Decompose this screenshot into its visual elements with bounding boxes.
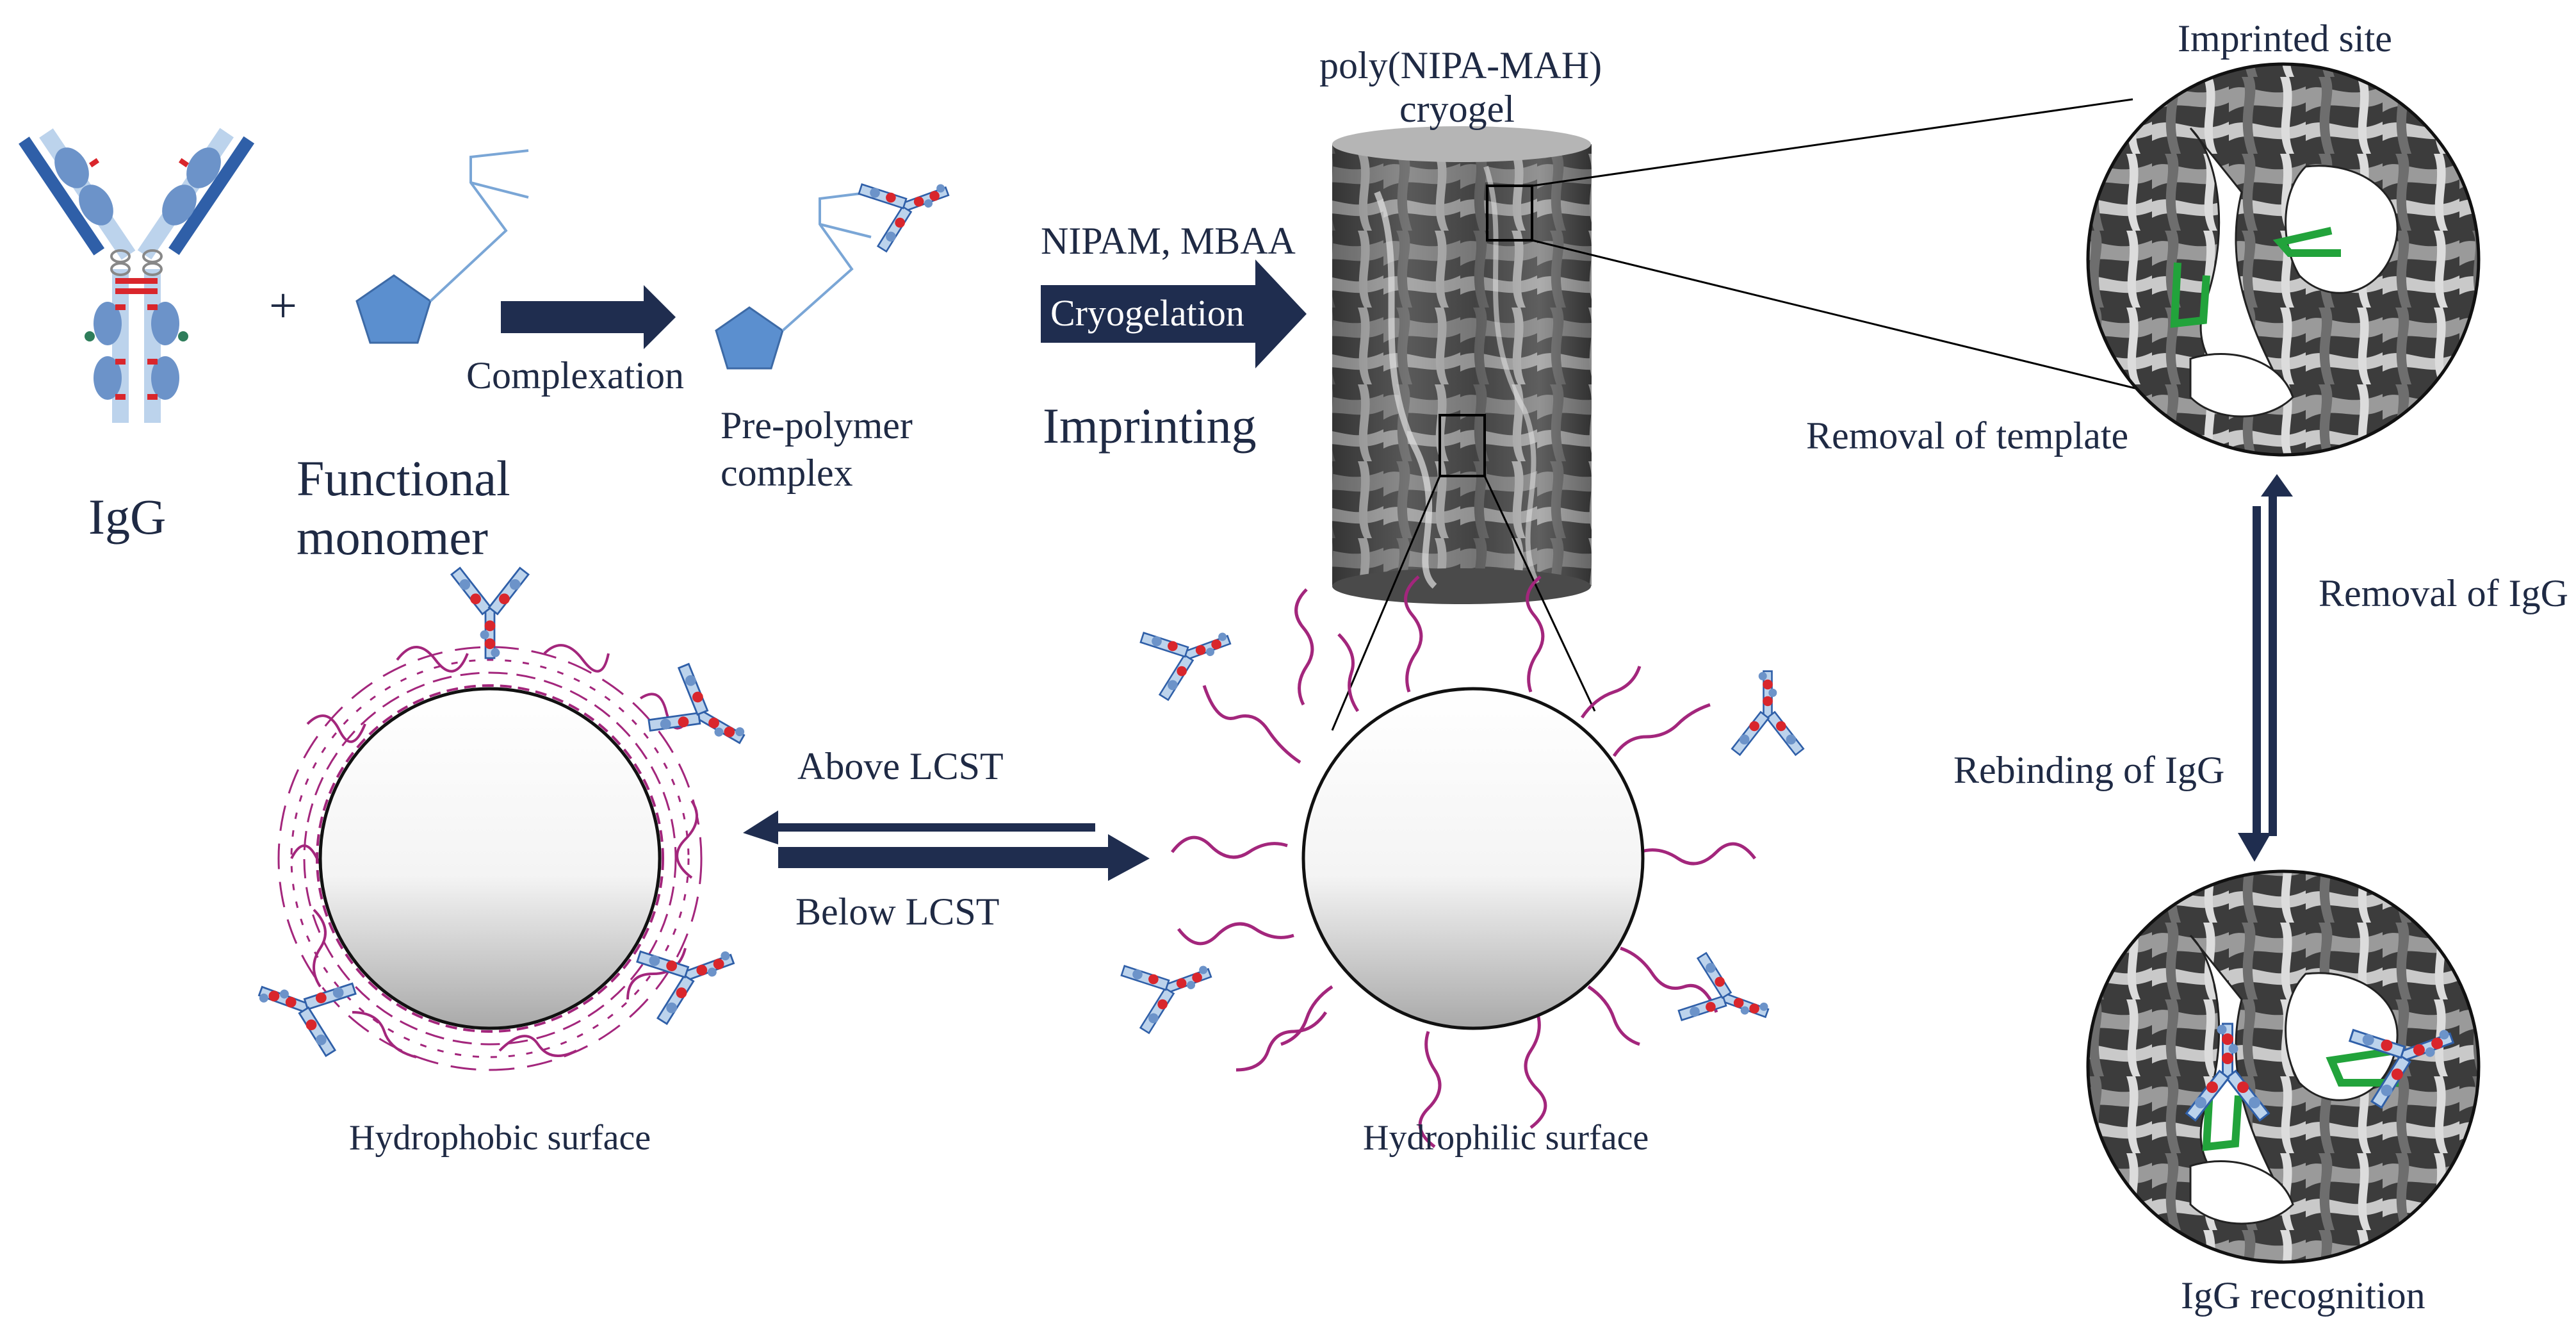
hydrophobic-particle-icon <box>246 567 762 1071</box>
cryogel-column-icon <box>1332 126 1592 604</box>
plus-sign: + <box>269 277 297 333</box>
complexation-label: Complexation <box>466 354 684 397</box>
nipam-mbaa-label: NIPAM, MBAA <box>1041 220 1296 262</box>
zoom-line-top <box>1531 98 2133 187</box>
zoom-line-right <box>1483 475 1596 712</box>
igg-recognition-icon <box>2086 869 2481 1264</box>
functional-monomer-label-line1: Functional <box>297 450 510 506</box>
imprinted-site-icon <box>2086 62 2481 457</box>
hydrophilic-particle-icon <box>1118 575 1805 1148</box>
cryogel-label-line2: cryogel <box>1399 88 1515 130</box>
removal-of-igg-label: Removal of IgG <box>2319 572 2568 614</box>
removal-rebinding-arrow <box>2238 474 2293 862</box>
below-lcst-label: Below LCST <box>795 891 1000 933</box>
prepolymer-label-line2: complex <box>721 452 853 494</box>
rebinding-of-igg-label: Rebinding of IgG <box>1953 749 2225 791</box>
zoom-line-bottom <box>1531 239 2146 392</box>
igg-recognition-label: IgG recognition <box>2181 1274 2425 1317</box>
functional-monomer-label-line2: monomer <box>297 509 488 565</box>
igg-label: IgG <box>88 489 167 545</box>
removal-of-template-label: Removal of template <box>1806 415 2129 457</box>
cryogelation-label: Cryogelation <box>1050 292 1244 334</box>
cryogel-label-line1: poly(NIPA-MAH) <box>1319 44 1602 86</box>
igg-antibody-icon <box>19 127 255 423</box>
hydrophilic-surface-label: Hydrophilic surface <box>1363 1118 1649 1158</box>
lcst-double-arrow <box>743 810 1150 881</box>
hydrophobic-surface-label: Hydrophobic surface <box>349 1118 651 1158</box>
prepolymer-complex-icon <box>715 156 961 370</box>
complexation-arrow <box>501 285 676 349</box>
prepolymer-label-line1: Pre-polymer <box>721 404 913 447</box>
cryogelation-arrow <box>1041 259 1307 368</box>
imprinted-site-label: Imprinted site <box>2178 17 2392 60</box>
functional-monomer-icon <box>355 149 529 344</box>
imprinting-label: Imprinting <box>1043 398 1257 454</box>
above-lcst-label: Above LCST <box>797 745 1004 787</box>
